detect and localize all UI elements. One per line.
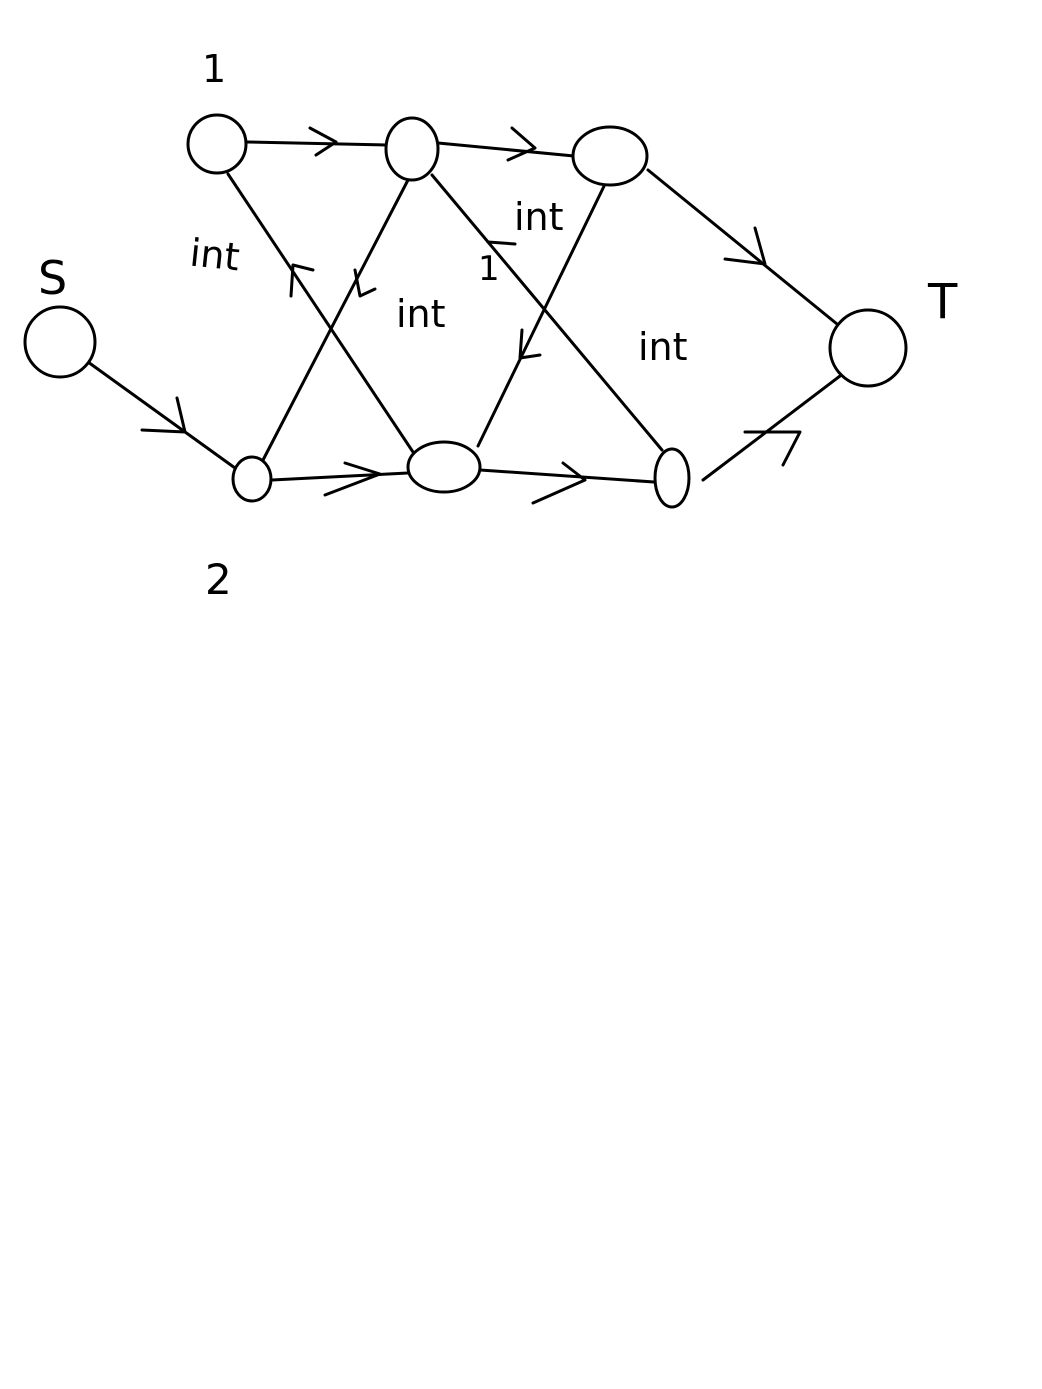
- edge-b3-to-sink: [701, 374, 842, 482]
- nodes: [23, 113, 908, 509]
- edge-t3-to-sink: [646, 168, 839, 326]
- node-bottom-1: [231, 455, 273, 503]
- edge-t2-to-b3: [430, 173, 664, 452]
- edge-t2-to-t3: [436, 141, 576, 158]
- arrowhead-b3-t2: [486, 240, 517, 246]
- arrowhead-t2-b1: [353, 268, 377, 298]
- capacity-label-4: int: [638, 325, 688, 369]
- edge-t1-to-t2: [245, 140, 388, 147]
- edge-b1-to-t2: [260, 178, 410, 464]
- node-top-1: [186, 113, 248, 175]
- sink-label: T: [927, 274, 958, 330]
- labels: S T 1 2 int int int int 1: [38, 47, 958, 604]
- arrowhead-b2-b3: [531, 461, 587, 505]
- bottom-row-label: 2: [205, 555, 232, 604]
- node-top-2: [384, 116, 440, 182]
- arrowhead-t3-sink: [723, 226, 767, 266]
- node-source: [23, 305, 97, 379]
- arrowhead-b1-b2: [323, 461, 382, 497]
- edge-b1-to-b2: [270, 471, 410, 482]
- capacity-label-3: int: [514, 195, 564, 239]
- capacity-label-1: int: [188, 231, 242, 280]
- node-bottom-3: [653, 447, 691, 509]
- capacity-label-2: int: [396, 292, 446, 336]
- arrowhead-b3-sink: [743, 430, 802, 467]
- arrowhead-t2-t3: [506, 126, 537, 162]
- node-bottom-2: [406, 440, 482, 494]
- arrowhead-s-b1: [140, 396, 187, 434]
- edges: [86, 140, 842, 484]
- top-row-label: 1: [202, 47, 226, 91]
- arrowheads: [140, 126, 802, 505]
- edge-b2-to-t3: [476, 178, 609, 448]
- source-label: S: [38, 251, 67, 305]
- edge-s-to-b1: [86, 360, 237, 470]
- node-sink: [828, 308, 908, 388]
- arrowhead-t3-b2: [518, 328, 542, 360]
- edge-b2-to-b3: [478, 468, 656, 484]
- node-top-3: [571, 125, 649, 187]
- arrowhead-t1-t2: [308, 126, 338, 157]
- edge-t1-to-b2: [226, 172, 415, 454]
- unit-label: 1: [478, 249, 500, 289]
- arrowhead-b2-t1: [289, 263, 315, 298]
